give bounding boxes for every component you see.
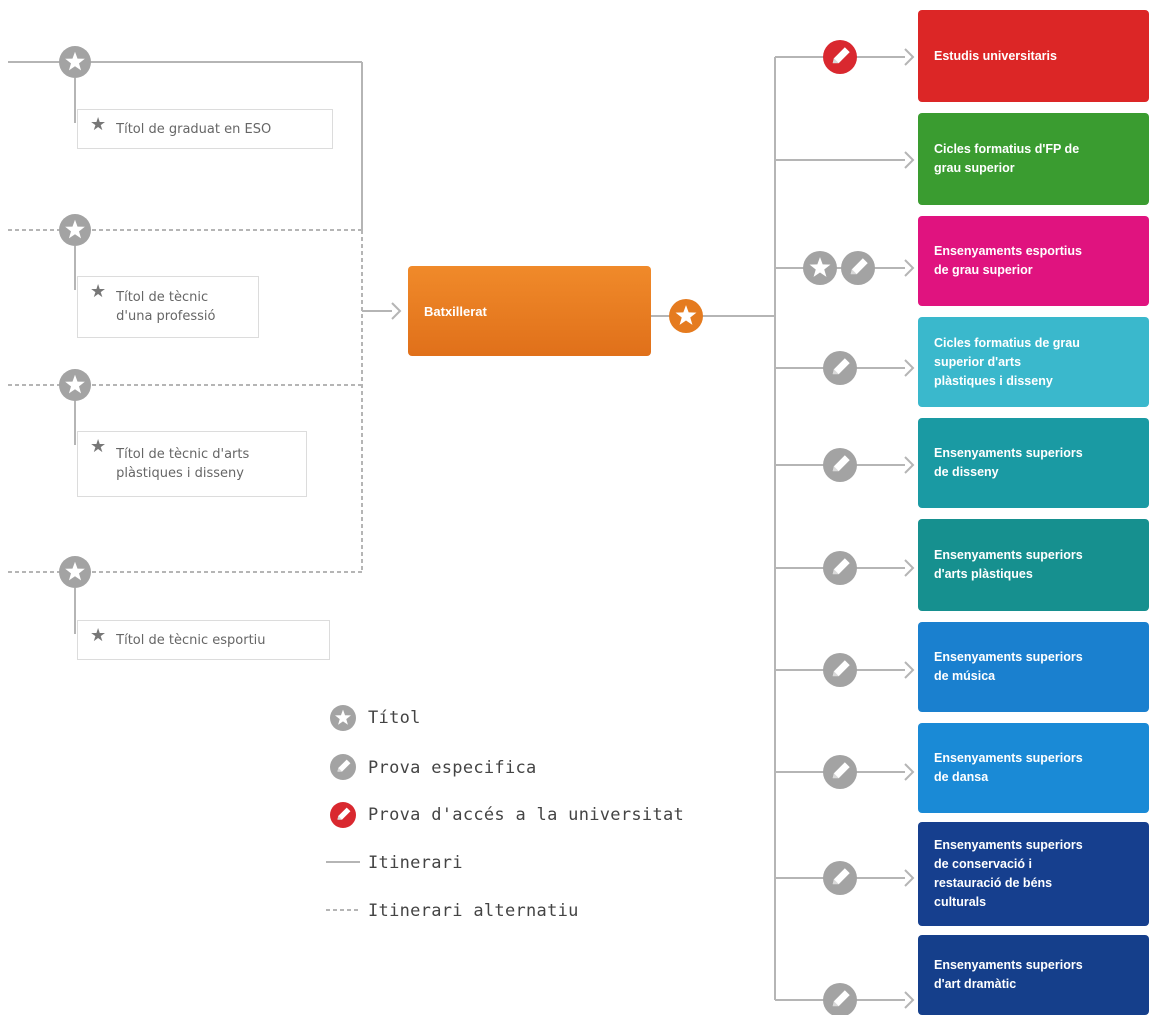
source-title-tecnic-arts: ★ Títol de tècnic d'arts plàstiques i di… <box>77 431 307 497</box>
arrow-icon <box>904 359 915 377</box>
legend-prova-acces: Prova d'accés a la universitat <box>368 805 685 825</box>
dest-cicles-fp-superior[interactable]: Cicles formatius d'FP de grau superior <box>918 113 1149 205</box>
star-icon <box>669 299 703 333</box>
dest-estudis-universitaris[interactable]: Estudis universitaris <box>918 10 1149 102</box>
dest-superiors-conservacio[interactable]: Ensenyaments superiors de conservació i … <box>918 822 1149 926</box>
arrow-icon <box>904 661 915 679</box>
star-icon <box>803 251 837 285</box>
pencil-icon <box>330 754 356 780</box>
star-icon: ★ <box>90 281 107 302</box>
connector-lines <box>8 48 915 1009</box>
arrow-icon <box>904 456 915 474</box>
arrow-icon <box>904 991 915 1009</box>
star-icon <box>59 556 91 588</box>
legend-prova-especifica: Prova especifica <box>368 758 537 778</box>
legend-itinerari-alternatiu: Itinerari alternatiu <box>368 901 579 921</box>
dest-esportius-superior[interactable]: Ensenyaments esportius de grau superior <box>918 216 1149 306</box>
pencil-icon <box>823 653 857 687</box>
arrow-icon <box>391 302 402 320</box>
dest-superiors-disseny[interactable]: Ensenyaments superiors de disseny <box>918 418 1149 508</box>
batxillerat-node[interactable]: Batxillerat <box>408 266 651 356</box>
pencil-icon <box>841 251 875 285</box>
legend-itinerari: Itinerari <box>368 853 463 873</box>
source-title-tecnic-professio: ★ Títol de tècnic d'una professió <box>77 276 259 338</box>
pencil-icon <box>823 551 857 585</box>
pencil-icon <box>823 983 857 1015</box>
pencil-icon <box>823 861 857 895</box>
batxillerat-label: Batxillerat <box>424 303 487 319</box>
pencil-icon-red <box>823 40 857 74</box>
arrow-icon <box>904 559 915 577</box>
star-icon: ★ <box>90 625 107 646</box>
connector-icons <box>59 40 875 1015</box>
dest-cicles-arts-disseny[interactable]: Cicles formatius de grau superior d'arts… <box>918 317 1149 407</box>
arrow-icon <box>904 869 915 887</box>
source-title-eso: ★ Títol de graduat en ESO <box>77 109 333 149</box>
pencil-icon <box>823 755 857 789</box>
arrow-icon <box>904 259 915 277</box>
legend-titol: Títol <box>368 708 421 728</box>
star-icon <box>59 46 91 78</box>
star-icon <box>59 369 91 401</box>
arrow-icon <box>904 48 915 66</box>
dest-superiors-arts-plastiques[interactable]: Ensenyaments superiors d'arts plàstiques <box>918 519 1149 611</box>
star-icon <box>330 705 356 731</box>
source-title-tecnic-esportiu: ★ Títol de tècnic esportiu <box>77 620 330 660</box>
arrow-icon <box>904 763 915 781</box>
pencil-icon <box>823 448 857 482</box>
star-icon: ★ <box>90 436 107 457</box>
pencil-icon-red <box>330 802 356 828</box>
dest-superiors-musica[interactable]: Ensenyaments superiors de música <box>918 622 1149 712</box>
star-icon <box>59 214 91 246</box>
star-icon: ★ <box>90 114 107 135</box>
dest-superiors-dansa[interactable]: Ensenyaments superiors de dansa <box>918 723 1149 813</box>
dest-superiors-art-dramatic[interactable]: Ensenyaments superiors d'art dramàtic <box>918 935 1149 1015</box>
pencil-icon <box>823 351 857 385</box>
arrow-icon <box>904 151 915 169</box>
